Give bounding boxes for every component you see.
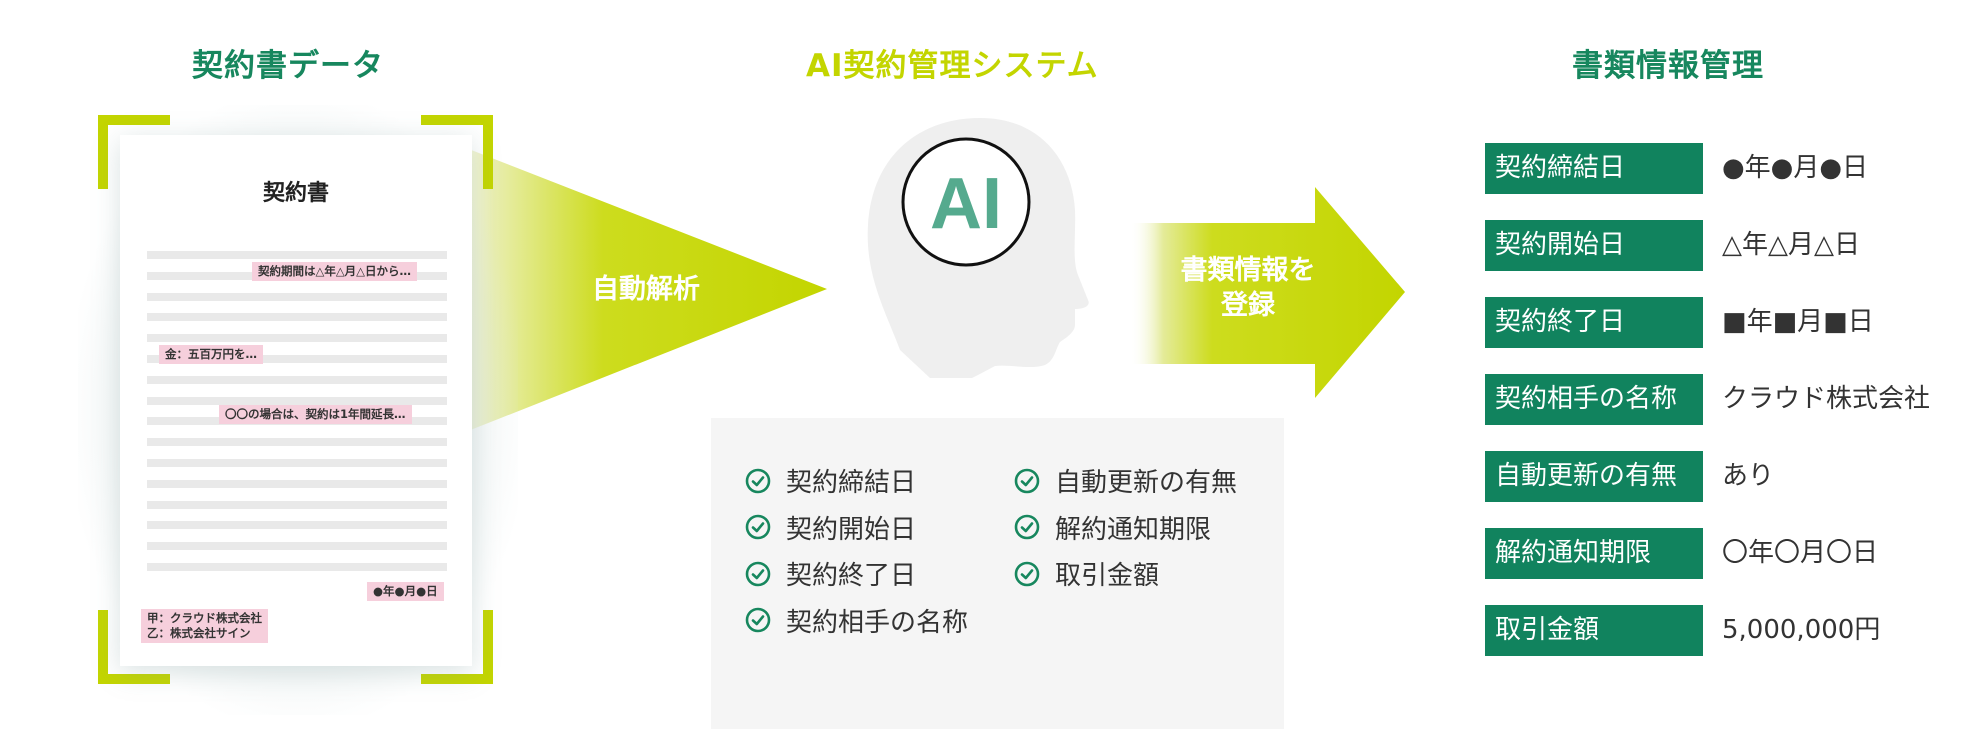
- checklist-item-label: 契約終了日: [786, 561, 917, 591]
- check-circle-icon: [745, 514, 771, 540]
- document-text-line: [147, 355, 447, 363]
- info-row-label: 契約締結日: [1485, 143, 1703, 194]
- document-text-line: [147, 479, 447, 488]
- checklist-item: 契約開始日: [745, 509, 916, 546]
- document-title: 契約書: [262, 181, 329, 206]
- check-circle-icon: [1014, 468, 1040, 493]
- info-row-value: 5,000,000円: [1722, 615, 1881, 645]
- info-row-value: ■年■月■日: [1722, 307, 1874, 337]
- contract-data-title: 契約書データ: [192, 48, 384, 84]
- document-text-line: [147, 500, 447, 509]
- checklist-item-label: 契約締結日: [786, 468, 917, 498]
- contract-document: 契約書 契約期間は△年△月△日から… 金：五百万円を… 〇〇の場合は、契約は1年…: [120, 135, 472, 666]
- document-text-line: [147, 542, 447, 551]
- info-row-value: あり: [1722, 461, 1775, 491]
- info-row-value: ●年●月●日: [1722, 153, 1869, 183]
- checklist-item-label: 契約相手の名称: [786, 607, 969, 638]
- checklist-item-label: 解約通知期限: [1055, 514, 1212, 545]
- check-circle-icon: [745, 468, 771, 493]
- party-b: 乙：株式会社サイン: [147, 626, 251, 640]
- checklist-item: 自動更新の有無: [1014, 462, 1237, 499]
- highlight-amount: 金：五百万円を…: [159, 345, 263, 364]
- document-text-line: [147, 313, 447, 322]
- document-text-line: [147, 396, 447, 405]
- extraction-checklist-panel: [711, 418, 1284, 729]
- document-text-line: [147, 251, 447, 259]
- document-text-line: [147, 375, 447, 384]
- document-text-line: [147, 563, 447, 571]
- info-row-value: クラウド株式会社: [1722, 384, 1931, 414]
- checklist-item: 契約締結日: [745, 462, 916, 499]
- checklist-item-label: 契約開始日: [786, 514, 917, 545]
- highlight-date: ●年●月●日: [367, 582, 444, 601]
- scan-bracket-bottom-left: [98, 610, 170, 684]
- info-row-label: 解約通知期限: [1485, 528, 1703, 579]
- auto-analysis-arrow: [420, 140, 827, 440]
- register-label-line2: 登録: [1221, 290, 1275, 321]
- auto-analysis-label: 自動解析: [592, 274, 700, 305]
- document-text-line: [147, 438, 447, 447]
- check-circle-icon: [745, 561, 771, 586]
- info-row-label: 取引金額: [1485, 605, 1703, 656]
- document-management-title: 書類情報管理: [1572, 48, 1764, 84]
- check-circle-icon: [1014, 514, 1040, 540]
- checklist-item: 解約通知期限: [1014, 509, 1211, 546]
- checklist-item: 契約相手の名称: [745, 602, 968, 639]
- ai-system-title: AI契約管理システム: [806, 48, 1099, 84]
- ai-head-icon: AI: [867, 118, 1089, 378]
- register-label-line1: 書類情報を: [1180, 255, 1316, 286]
- party-a: 甲：クラウド株式会社: [147, 611, 262, 625]
- ai-badge-text: AI: [930, 164, 1002, 244]
- info-row-label: 契約相手の名称: [1485, 374, 1703, 425]
- document-text-line: [147, 334, 447, 343]
- document-text-line: [147, 521, 447, 530]
- register-arrow: [1130, 187, 1405, 398]
- checklist-item: 契約終了日: [745, 555, 916, 592]
- highlight-period: 契約期間は△年△月△日から…: [252, 262, 418, 281]
- highlight-renewal: 〇〇の場合は、契約は1年間延長…: [219, 405, 412, 424]
- check-circle-icon: [1014, 561, 1040, 586]
- info-row-label: 契約終了日: [1485, 297, 1703, 348]
- info-row-label: 契約開始日: [1485, 220, 1703, 271]
- register-label: 書類情報を 登録: [1168, 253, 1328, 323]
- scan-bracket-top-left: [98, 115, 170, 189]
- checklist-item: 取引金額: [1014, 555, 1159, 592]
- scan-bracket-bottom-right: [421, 610, 493, 684]
- document-text-line: [147, 292, 447, 301]
- document-text-line: [147, 459, 447, 467]
- info-row-value: 〇年〇月〇日: [1722, 538, 1879, 568]
- info-row-value: △年△月△日: [1722, 230, 1860, 260]
- check-circle-icon: [745, 607, 771, 633]
- checklist-item-label: 取引金額: [1055, 561, 1160, 591]
- scan-bracket-top-right: [421, 115, 493, 189]
- checklist-item-label: 自動更新の有無: [1055, 468, 1238, 498]
- highlight-parties: 甲：クラウド株式会社 乙：株式会社サイン: [141, 609, 268, 643]
- info-row-label: 自動更新の有無: [1485, 451, 1703, 502]
